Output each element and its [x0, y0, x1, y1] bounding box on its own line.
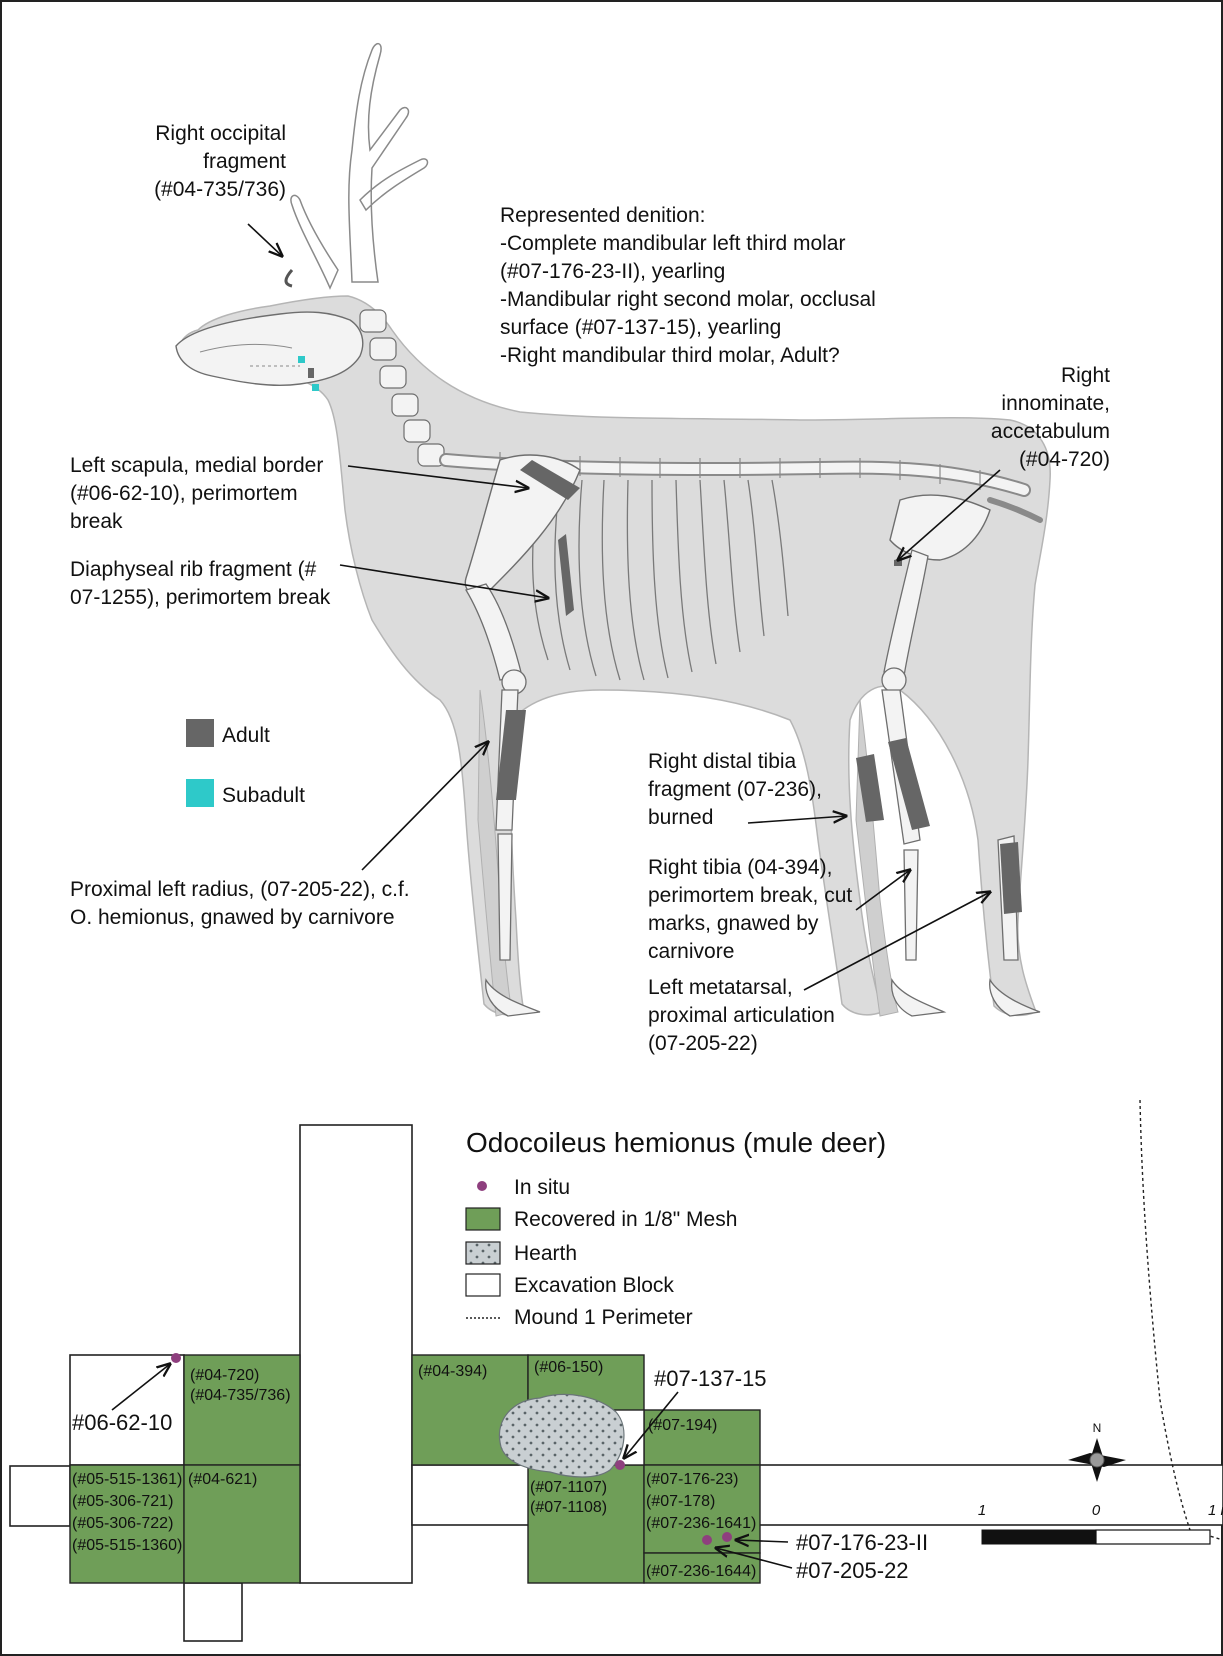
svg-text:07-1255), perimortem break: 07-1255), perimortem break: [70, 586, 331, 609]
adult-legend-label: Adult: [222, 724, 270, 747]
svg-text:(#04-621): (#04-621): [188, 1471, 257, 1488]
svg-text:Diaphyseal rib fragment (#: Diaphyseal rib fragment (#: [70, 558, 317, 581]
svg-text:Right distal tibia: Right distal tibia: [648, 750, 797, 773]
block-legend-swatch: [466, 1274, 500, 1296]
svg-text:(#07-176-23-II), yearling: (#07-176-23-II), yearling: [500, 260, 725, 283]
svg-text:(#07-178): (#07-178): [646, 1493, 715, 1510]
north-label: N: [1093, 1421, 1102, 1435]
block-legend-label: Excavation Block: [514, 1274, 674, 1297]
svg-text:(#07-1107): (#07-1107): [530, 1479, 607, 1496]
svg-text:(#05-306-721): (#05-306-721): [72, 1493, 173, 1510]
svg-text:(#06-150): (#06-150): [534, 1359, 603, 1376]
map-legend-title: Odocoileus hemionus (mule deer): [466, 1127, 886, 1158]
in-situ-point: [702, 1535, 712, 1545]
scale-label-mid: 0: [1092, 1502, 1101, 1519]
in-situ-point: [615, 1460, 625, 1470]
in-situ-legend-label: In situ: [514, 1176, 570, 1199]
hearth-legend-swatch: [466, 1242, 500, 1264]
scale-label-left: 1: [978, 1502, 986, 1519]
callout-07-205-22: #07-205-22: [796, 1558, 909, 1583]
svg-text:(#07-1108): (#07-1108): [530, 1499, 607, 1516]
svg-text:(#05-306-722): (#05-306-722): [72, 1515, 173, 1532]
svg-text:Represented denition:: Represented denition:: [500, 204, 705, 227]
hearth: [499, 1394, 624, 1477]
mesh-legend-label: Recovered in 1/8" Mesh: [514, 1208, 737, 1231]
svg-text:-Mandibular right second molar: -Mandibular right second molar, occlusal: [500, 288, 876, 311]
svg-text:-Complete mandibular left thir: -Complete mandibular left third molar: [500, 232, 845, 255]
svg-text:burned: burned: [648, 806, 713, 829]
callout-06-62-10: #06-62-10: [72, 1410, 172, 1435]
svg-text:Left scapula, medial border: Left scapula, medial border: [70, 454, 323, 477]
svg-text:perimortem break, cut: perimortem break, cut: [648, 884, 852, 907]
svg-text:break: break: [70, 510, 123, 533]
scale-label-right: 1 m: [1208, 1502, 1223, 1519]
perimeter-legend-label: Mound 1 Perimeter: [514, 1306, 693, 1329]
svg-text:proximal articulation: proximal articulation: [648, 1004, 835, 1027]
svg-text:marks, gnawed by: marks, gnawed by: [648, 912, 819, 935]
svg-text:innominate,: innominate,: [1001, 392, 1110, 415]
svg-text:fragment: fragment: [203, 150, 286, 173]
svg-text:Proximal left radius, (07-205-: Proximal left radius, (07-205-22), c.f.: [70, 878, 410, 901]
svg-text:(#07-194): (#07-194): [648, 1417, 717, 1434]
adult-swatch: [186, 719, 214, 747]
svg-text:(#06-62-10), perimortem: (#06-62-10), perimortem: [70, 482, 298, 505]
svg-text:O. hemionus, gnawed by carnivo: O. hemionus, gnawed by carnivore: [70, 906, 395, 929]
subadult-legend-label: Subadult: [222, 784, 305, 807]
svg-text:Left metatarsal,: Left metatarsal,: [648, 976, 793, 999]
svg-text:accetabulum: accetabulum: [991, 420, 1110, 443]
in-situ-point: [722, 1532, 732, 1542]
svg-text:(#07-176-23): (#07-176-23): [646, 1471, 739, 1488]
svg-text:fragment (07-236),: fragment (07-236),: [648, 778, 822, 801]
callout-07-137-15: #07-137-15: [654, 1366, 767, 1391]
svg-text:(#04-720): (#04-720): [190, 1367, 259, 1384]
svg-text:(#04-735/736): (#04-735/736): [154, 178, 286, 201]
hearth-legend-label: Hearth: [514, 1242, 577, 1265]
callout-07-176-23-II: #07-176-23-II: [796, 1530, 928, 1555]
subadult-swatch: [186, 779, 214, 807]
svg-text:(#05-515-1361): (#05-515-1361): [72, 1471, 182, 1488]
svg-text:-Right mandibular third molar,: -Right mandibular third molar, Adult?: [500, 344, 840, 367]
in-situ-point: [171, 1353, 181, 1363]
svg-text:(#07-236-1641): (#07-236-1641): [646, 1515, 756, 1532]
svg-text:(#04-735/736): (#04-735/736): [190, 1387, 291, 1404]
svg-text:(#04-394): (#04-394): [418, 1363, 487, 1380]
in-situ-legend-marker: [477, 1181, 487, 1191]
svg-text:(#04-720): (#04-720): [1019, 448, 1110, 471]
svg-text:Right occipital: Right occipital: [155, 122, 286, 145]
svg-text:Right tibia (04-394),: Right tibia (04-394),: [648, 856, 832, 879]
svg-text:(07-205-22): (07-205-22): [648, 1032, 758, 1055]
svg-text:carnivore: carnivore: [648, 940, 734, 963]
svg-text:(#07-236-1644): (#07-236-1644): [646, 1563, 756, 1580]
mesh-legend-swatch: [466, 1208, 500, 1230]
svg-text:Right: Right: [1061, 364, 1110, 387]
svg-text:(#05-515-1360): (#05-515-1360): [72, 1537, 182, 1554]
svg-text:surface (#07-137-15), yearling: surface (#07-137-15), yearling: [500, 316, 781, 339]
